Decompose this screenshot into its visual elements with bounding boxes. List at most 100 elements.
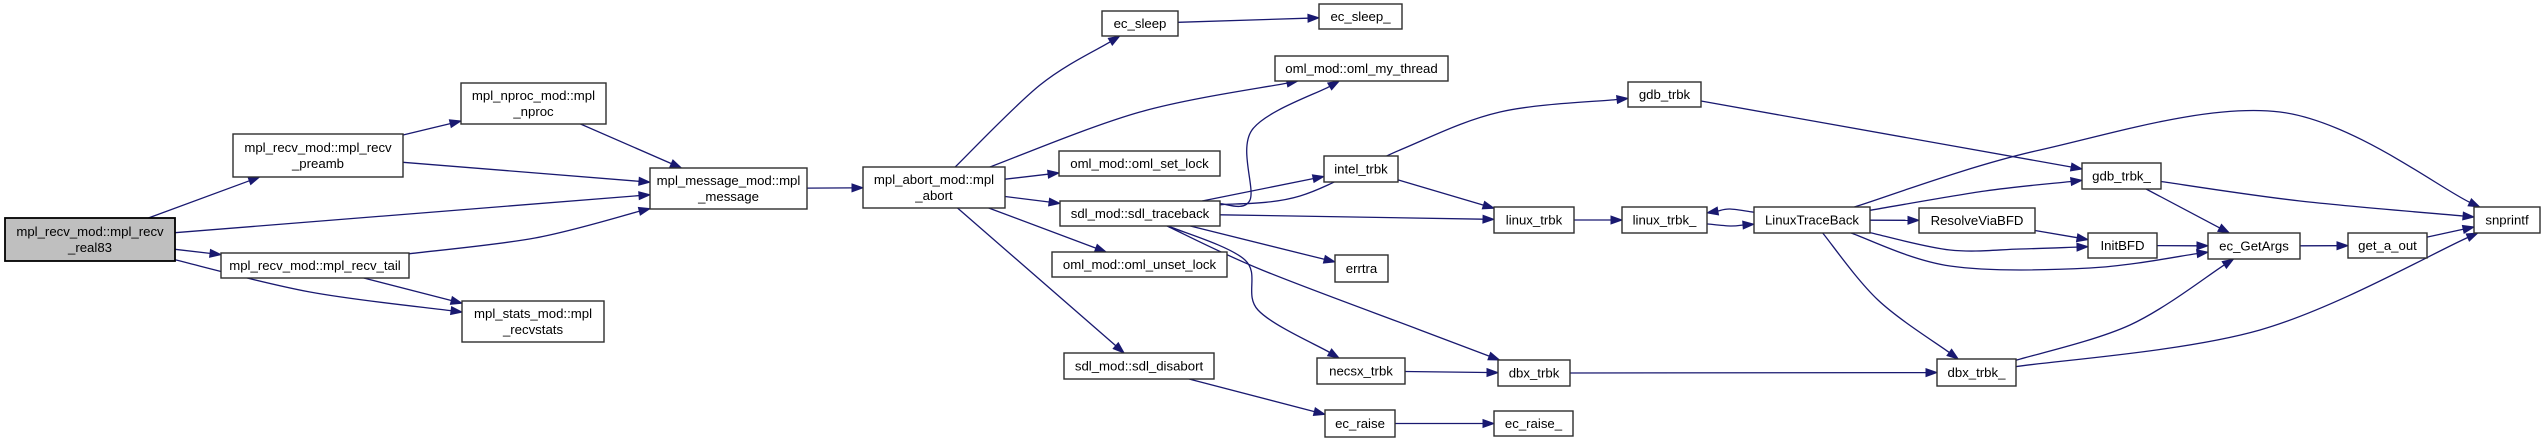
graph-node-preamb[interactable]: mpl_recv_mod::mpl_recv_preamb <box>232 133 404 178</box>
graph-node-oml_set_lock[interactable]: oml_mod::oml_set_lock <box>1058 150 1221 177</box>
node-label: intel_trbk <box>1334 162 1388 177</box>
graph-node-ec_raise_[interactable]: ec_raise_ <box>1493 410 1574 437</box>
node-label: necsx_trbk <box>1329 364 1393 379</box>
call-edge-ResolveViaBFD-to-InitBFD <box>2034 229 2090 243</box>
call-edge-sdl_traceback-to-necsx_trbk <box>1167 225 1341 359</box>
call-edge-preamb-to-message <box>402 161 652 186</box>
graph-node-ec_sleep_[interactable]: ec_sleep_ <box>1318 3 1403 30</box>
node-label: linux_trbk_ <box>1633 213 1697 228</box>
call-edge-LinuxTraceBack-to-snprintf <box>1854 109 2482 208</box>
call-edge-sdl_traceback-to-errtra <box>1190 225 1337 264</box>
node-label: linux_trbk <box>1506 213 1563 228</box>
graph-node-gdb_trbk[interactable]: gdb_trbk <box>1627 81 1702 108</box>
call-edge-real83-to-preamb <box>148 176 261 219</box>
graph-node-gdb_trbk_[interactable]: gdb_trbk_ <box>2081 162 2162 190</box>
call-edge-LinuxTraceBack-to-dbx_trbk_ <box>1822 232 1960 360</box>
call-edge-gdb_trbk-to-gdb_trbk_ <box>1700 100 2084 172</box>
node-label: mpl_stats_mod::mpl <box>474 306 592 321</box>
call-edge-tail-to-recvstats <box>363 277 464 305</box>
call-edge-real83-to-recvstats <box>174 259 464 316</box>
call-edge-get_a_out-to-snprintf <box>2426 224 2476 238</box>
call-edge-LinuxTraceBack-to-linux_trbk_ <box>1705 206 1755 216</box>
node-label: sdl_mod::sdl_traceback <box>1071 206 1210 221</box>
node-label: ResolveViaBFD <box>1931 213 2024 228</box>
call-edge-ec_sleep-to-ec_sleep_ <box>1177 13 1321 23</box>
graph-node-oml_my_thread[interactable]: oml_mod::oml_my_thread <box>1274 55 1449 82</box>
graph-node-abort[interactable]: mpl_abort_mod::mpl_abort <box>862 166 1006 209</box>
call-edge-preamb-to-nproc <box>402 119 463 136</box>
call-edge-InitBFD-to-ec_GetArgs <box>2156 241 2210 251</box>
graph-node-ec_GetArgs[interactable]: ec_GetArgs <box>2207 232 2301 260</box>
call-edge-sdl_traceback-to-gdb_trbk <box>1219 95 1630 206</box>
node-layer: mpl_recv_mod::mpl_recv_real83mpl_recv_mo… <box>4 3 2541 438</box>
node-label: dbx_trbk <box>1509 366 1560 381</box>
graph-node-sdl_traceback[interactable]: sdl_mod::sdl_traceback <box>1059 200 1221 227</box>
graph-node-recvstats[interactable]: mpl_stats_mod::mpl_recvstats <box>461 300 605 343</box>
call-edge-abort-to-sdl_traceback <box>1004 195 1062 207</box>
call-edge-abort-to-oml_set_lock <box>1004 169 1061 180</box>
node-label: gdb_trbk <box>1639 87 1691 102</box>
node-label: ec_raise <box>1335 416 1385 431</box>
node-label: sdl_mod::sdl_disabort <box>1075 359 1204 374</box>
node-label: mpl_recv_mod::mpl_recv_tail <box>229 258 401 273</box>
graph-node-snprintf[interactable]: snprintf <box>2473 206 2541 234</box>
graph-node-tail[interactable]: mpl_recv_mod::mpl_recv_tail <box>220 252 410 279</box>
graph-node-dbx_trbk[interactable]: dbx_trbk <box>1497 359 1571 387</box>
node-label: _preamb <box>291 156 344 171</box>
node-label: ec_sleep <box>1114 16 1167 31</box>
graph-node-InitBFD[interactable]: InitBFD <box>2087 232 2158 259</box>
graph-node-errtra[interactable]: errtra <box>1334 254 1389 283</box>
graph-node-intel_trbk[interactable]: intel_trbk <box>1323 155 1399 183</box>
graph-node-necsx_trbk[interactable]: necsx_trbk <box>1316 357 1406 385</box>
node-label: _recvstats <box>502 322 564 337</box>
call-edge-LinuxTraceBack-to-gdb_trbk_ <box>1869 177 2084 211</box>
node-label: mpl_message_mod::mpl <box>657 173 801 188</box>
graph-node-linux_trbk_[interactable]: linux_trbk_ <box>1621 206 1708 234</box>
call-edge-LinuxTraceBack-to-ResolveViaBFD <box>1869 215 1921 225</box>
graph-node-dbx_trbk_[interactable]: dbx_trbk_ <box>1936 358 2017 387</box>
call-edge-sdl_traceback-to-intel_trbk <box>1201 174 1326 202</box>
node-label: oml_mod::oml_set_lock <box>1070 156 1209 171</box>
call-edge-LinuxTraceBack-to-ec_GetArgs <box>1850 232 2210 271</box>
call-edge-abort-to-ec_sleep <box>954 35 1121 168</box>
call-edge-gdb_trbk_-to-snprintf <box>2160 180 2476 221</box>
node-label: _real83 <box>67 240 112 255</box>
node-label: gdb_trbk_ <box>2092 169 2151 184</box>
node-label: ec_sleep_ <box>1330 9 1391 24</box>
graph-node-ec_sleep[interactable]: ec_sleep <box>1101 10 1179 37</box>
call-edge-sdl_traceback-to-linux_trbk <box>1219 214 1496 224</box>
graph-node-ec_raise[interactable]: ec_raise <box>1324 409 1396 438</box>
call-edge-abort-to-sdl_disabort <box>957 207 1126 354</box>
call-edge-linux_trbk_-to-LinuxTraceBack <box>1706 220 1756 230</box>
graph-node-linux_trbk[interactable]: linux_trbk <box>1493 206 1575 234</box>
edge-layer <box>148 13 2482 429</box>
graph-node-real83[interactable]: mpl_recv_mod::mpl_recv_real83 <box>4 217 176 262</box>
graph-node-get_a_out[interactable]: get_a_out <box>2347 232 2428 259</box>
call-edge-sdl_traceback-to-oml_my_thread <box>1219 80 1341 208</box>
call-edge-ec_GetArgs-to-get_a_out <box>2299 241 2350 251</box>
node-label: _abort <box>914 188 953 203</box>
graph-node-message[interactable]: mpl_message_mod::mpl_message <box>649 167 808 210</box>
call-edge-LinuxTraceBack-to-InitBFD <box>1869 231 2090 252</box>
node-label: mpl_nproc_mod::mpl <box>472 88 595 103</box>
node-label: mpl_recv_mod::mpl_recv <box>16 224 164 239</box>
call-edge-dbx_trbk_-to-snprintf <box>2015 232 2480 368</box>
graph-node-LinuxTraceBack[interactable]: LinuxTraceBack <box>1753 206 1871 234</box>
call-edge-dbx_trbk_-to-ec_GetArgs <box>2015 258 2235 361</box>
node-label: oml_mod::oml_my_thread <box>1285 61 1437 76</box>
node-label: ec_raise_ <box>1505 416 1563 431</box>
call-edge-tail-to-message <box>408 206 652 255</box>
call-edge-sdl_disabort-to-ec_raise <box>1188 378 1327 416</box>
node-label: mpl_recv_mod::mpl_recv <box>244 140 392 155</box>
call-edge-gdb_trbk_-to-ec_GetArgs <box>2145 188 2231 234</box>
call-edge-real83-to-message <box>174 191 652 234</box>
node-label: _message <box>697 189 759 204</box>
graph-node-sdl_disabort[interactable]: sdl_mod::sdl_disabort <box>1063 352 1215 380</box>
node-label: InitBFD <box>2101 238 2145 253</box>
graph-node-ResolveViaBFD[interactable]: ResolveViaBFD <box>1918 207 2036 234</box>
call-edge-ec_raise-to-ec_raise_ <box>1395 418 1496 429</box>
graph-node-oml_unset_lock[interactable]: oml_mod::oml_unset_lock <box>1051 251 1228 278</box>
graph-node-nproc[interactable]: mpl_nproc_mod::mpl_nproc <box>460 82 607 125</box>
